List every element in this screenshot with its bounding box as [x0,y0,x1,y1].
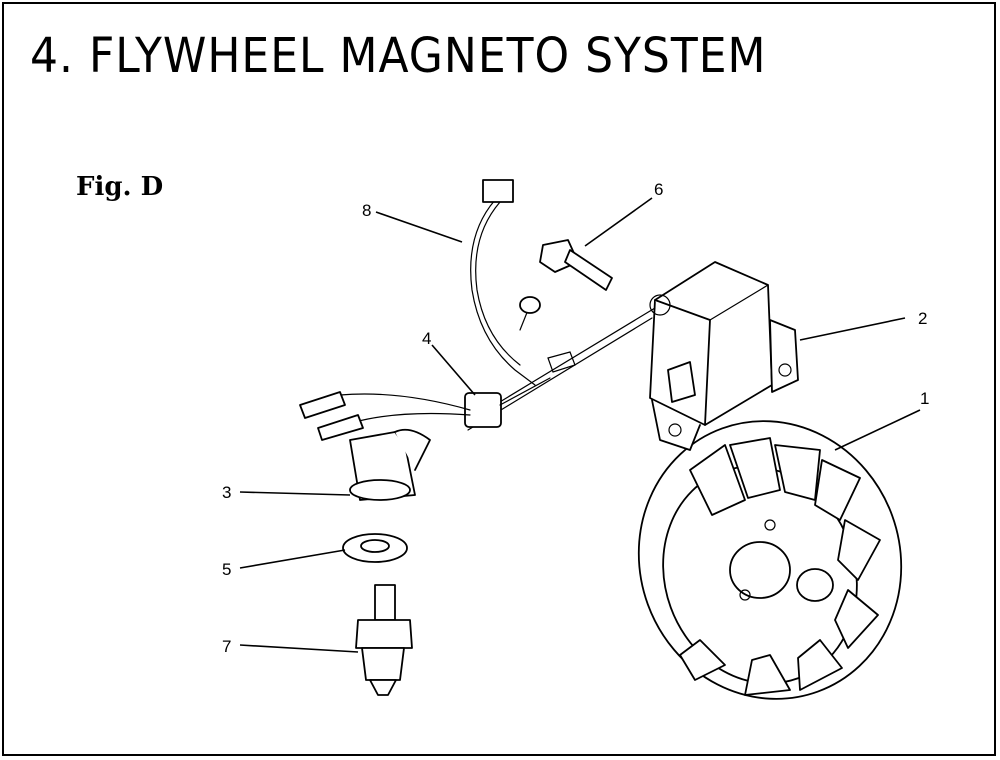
gasket-part [342,533,408,563]
page-title: 4. FLYWHEEL MAGNETO SYSTEM [30,28,767,85]
callout-6: 6 [654,180,663,199]
grommet-part [464,392,502,428]
wire-harness-part [299,179,576,441]
callout-3: 3 [222,483,231,502]
figure-label: Fig. D [76,172,164,202]
ignition-coil-part [649,261,799,451]
leader-lines [239,197,921,653]
spark-plug-part [355,584,413,696]
bolt-part [539,239,613,291]
callout-4: 4 [422,329,431,348]
callout-7: 7 [222,637,231,656]
flywheel-part [637,420,903,700]
callout-1: 1 [920,389,929,408]
callout-5: 5 [222,560,231,579]
plug-cap-part [349,428,431,501]
callout-2: 2 [918,309,927,328]
callout-8: 8 [362,201,371,220]
